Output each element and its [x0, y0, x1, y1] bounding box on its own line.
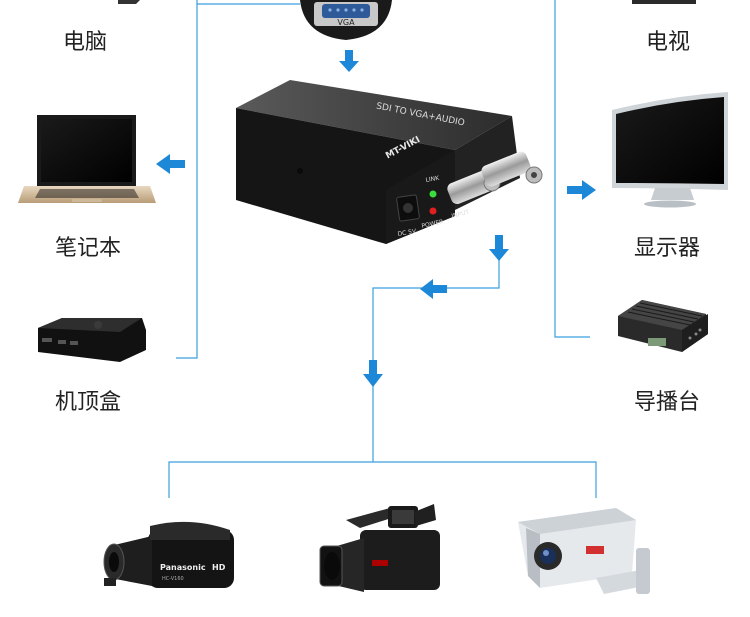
- dc-label: DC 5V: [397, 228, 417, 238]
- pro-video-camera-image: [319, 504, 440, 592]
- tv-image: [632, 0, 696, 4]
- camcorder-model: HC-V160: [162, 576, 184, 582]
- bnc-connector-output: [481, 151, 543, 187]
- label-tv: 电视: [646, 30, 691, 55]
- input-label: INPUT: [451, 209, 470, 220]
- camcorder-hd: HD: [212, 563, 226, 572]
- arrow-right-monitor: [567, 180, 596, 200]
- vga-connector-image: VGA: [300, 0, 392, 40]
- laptop-image: [18, 115, 156, 203]
- sdi-out-line: [372, 250, 500, 462]
- arrow-down-vga: [339, 50, 359, 72]
- arrow-down-sdi: [489, 235, 509, 261]
- computer-image: [118, 0, 140, 4]
- bottom-branch-line: [168, 461, 597, 498]
- right-trunk-line: [554, 0, 590, 338]
- power-led: [429, 207, 437, 215]
- broadcast-station-image: [618, 300, 708, 352]
- link-label: LINK: [425, 175, 441, 184]
- left-trunk-line: [176, 0, 198, 359]
- security-camera-image: [518, 508, 650, 594]
- arrow-left-branch: [420, 279, 447, 299]
- label-laptop: 笔记本: [55, 236, 122, 261]
- arrow-left-laptop: [156, 154, 185, 174]
- link-led: [429, 190, 437, 198]
- settop-box-image: [38, 318, 146, 362]
- arrow-down-cameras: [363, 360, 383, 387]
- label-monitor: 显示器: [634, 236, 701, 261]
- vga-port-label: VGA: [337, 18, 355, 27]
- arrows: [156, 50, 596, 387]
- camcorder-brand: Panasonic: [160, 563, 206, 572]
- converter-device-image: SDI TO VGA+AUDIO MT-VIKI LINK DC 5V POWE…: [236, 80, 543, 244]
- label-settop-box: 机顶盒: [55, 390, 122, 415]
- connection-lines: [168, 0, 597, 498]
- camcorder-image: Panasonic HC-V160 HD: [103, 521, 234, 588]
- label-broadcast-station: 导播台: [634, 390, 701, 415]
- monitor-image: [612, 92, 728, 208]
- label-computer: 电脑: [63, 30, 108, 55]
- power-label: POWER: [421, 218, 444, 229]
